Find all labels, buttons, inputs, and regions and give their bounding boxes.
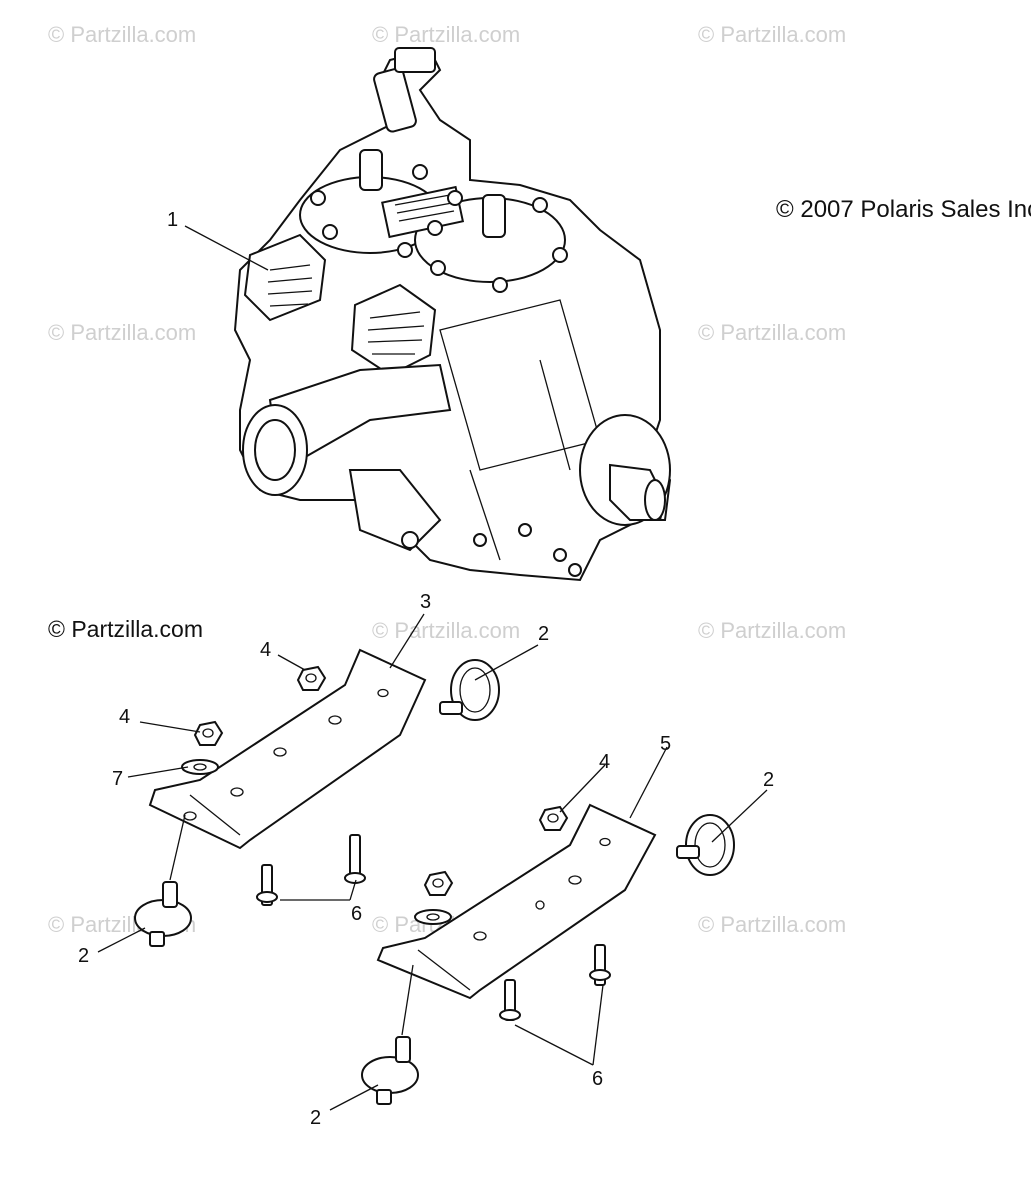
copyright-notice: © 2007 Polaris Sales Inc.	[776, 196, 1031, 223]
callout-6: 6	[592, 1068, 603, 1090]
callout-4: 4	[119, 706, 130, 728]
callout-6: 6	[351, 903, 362, 925]
leader-lines	[97, 225, 768, 1111]
callout-3: 3	[420, 591, 431, 613]
washer	[181, 759, 219, 775]
callout-2: 2	[763, 769, 774, 791]
washer	[414, 909, 452, 925]
engine-mount-bracket-left	[148, 648, 427, 850]
rubber-mount	[439, 659, 500, 721]
rubber-mount	[676, 814, 735, 876]
watermark: © Partzilla.com	[698, 618, 847, 643]
watermark: © Partzilla.com	[698, 912, 847, 937]
watermark: © Partzilla.com	[48, 320, 197, 345]
rubber-mount	[134, 881, 192, 947]
watermark: © Partzilla.com	[698, 320, 847, 345]
bolt	[344, 834, 366, 884]
callout-7: 7	[112, 768, 123, 790]
bolt	[256, 864, 278, 906]
callout-2: 2	[78, 945, 89, 967]
flange-nut	[423, 870, 454, 896]
callout-4: 4	[599, 751, 610, 773]
rubber-mount	[361, 1036, 419, 1105]
flange-nut	[193, 720, 224, 746]
callout-2: 2	[538, 623, 549, 645]
flange-nut	[296, 665, 327, 691]
callout-1: 1	[167, 209, 178, 231]
bolt	[499, 979, 521, 1021]
engine-assembly	[233, 47, 672, 582]
watermark: © Partzilla.com	[698, 22, 847, 47]
partzilla-watermark-primary: © Partzilla.com	[48, 616, 203, 642]
watermark: © Partzilla.com	[372, 22, 521, 47]
callout-2: 2	[310, 1107, 321, 1129]
watermark: © Partzilla.com	[372, 618, 521, 643]
bolt	[589, 944, 611, 986]
flange-nut	[538, 805, 569, 831]
callout-4: 4	[260, 639, 271, 661]
engine-mount-bracket-right	[376, 803, 657, 1000]
watermark: © Partzilla.com	[48, 22, 197, 47]
callout-5: 5	[660, 733, 671, 755]
